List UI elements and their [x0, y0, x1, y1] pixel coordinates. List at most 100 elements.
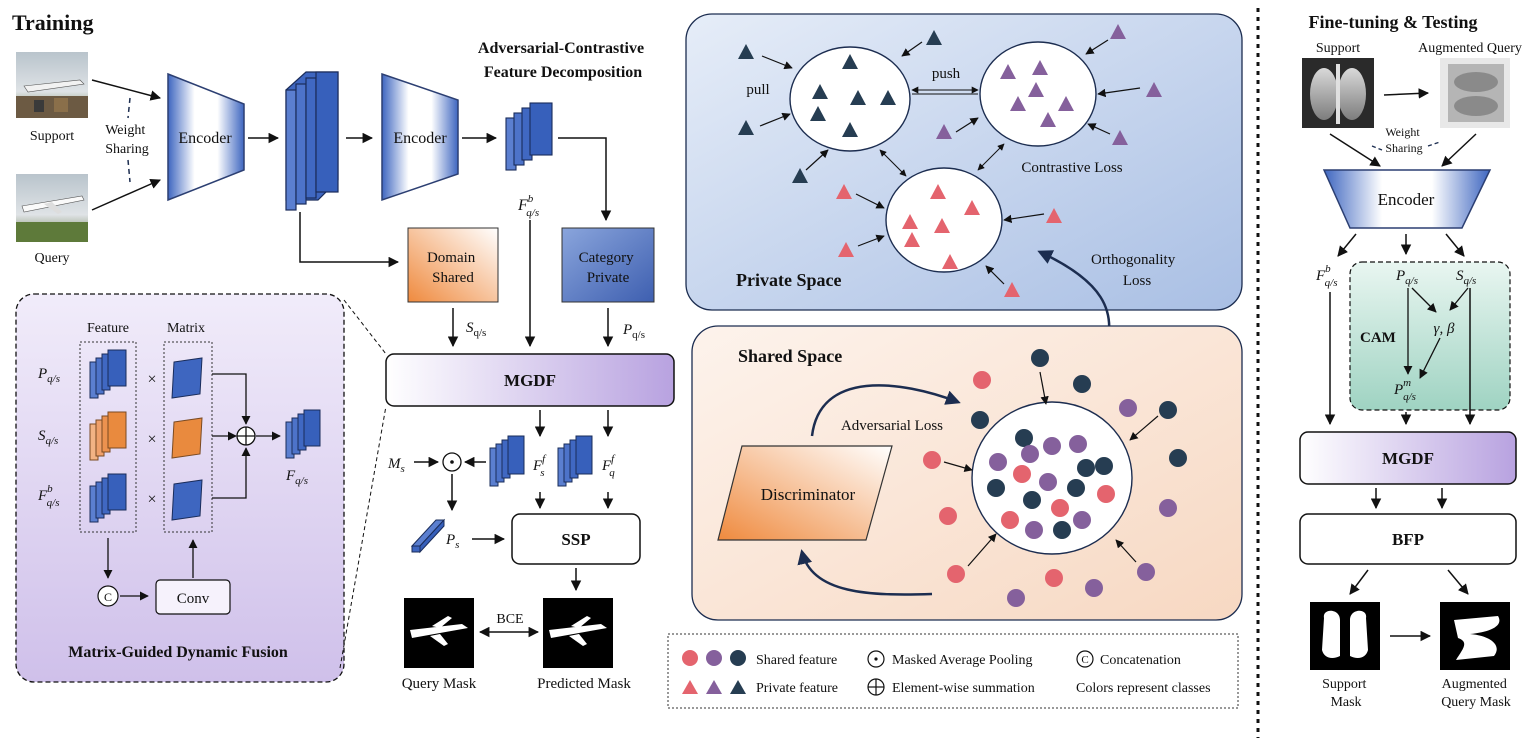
shared-feature-circle — [1073, 511, 1091, 529]
private-triangle-purple-outlier — [1112, 130, 1128, 145]
shared-feature-circle — [1067, 479, 1085, 497]
private-triangle-purple-outlier — [1146, 82, 1162, 97]
private-triangle-red-outlier — [838, 242, 854, 257]
bfp-label: BFP — [1392, 530, 1424, 549]
s-feature-stack — [89, 411, 127, 461]
discriminator-label: Discriminator — [761, 485, 856, 504]
shared-feature-circle-outlier — [1119, 399, 1137, 417]
row-label-p: Pq/s — [37, 366, 60, 385]
private-triangle-red — [902, 214, 918, 229]
private-triangle-purple — [1010, 96, 1026, 111]
shared-feature-circle — [1043, 437, 1061, 455]
ssp-box — [511, 513, 641, 565]
concat-symbol-label: C — [104, 590, 112, 604]
predicted-mask-label: Predicted Mask — [537, 676, 631, 692]
domain-shared-box — [407, 227, 499, 303]
pull-label: pull — [746, 82, 769, 98]
private-triangle-red-outlier — [1046, 208, 1062, 223]
private-cluster-navy — [789, 46, 911, 152]
fqs-output-label: Fq/s — [285, 468, 308, 487]
feature-map-stack — [285, 71, 339, 211]
category-private-label: Category Private — [579, 250, 638, 286]
private-feature-triangles — [738, 24, 1162, 297]
acfd-title: Adversarial-Contrastive Feature Decompos… — [478, 40, 648, 81]
shared-pull-arrow — [1129, 415, 1159, 441]
mgdf-box — [385, 353, 675, 407]
p-qs-label: Pq/s — [622, 322, 645, 341]
private-triangle-purple — [1032, 60, 1048, 75]
times-3: × — [147, 491, 156, 508]
shared-feature-circle — [987, 479, 1005, 497]
private-triangle-navy — [842, 54, 858, 69]
private-triangle-purple — [1058, 96, 1074, 111]
fb-feature-stack — [505, 102, 553, 171]
aug-query-mask-label: Augmented Query Mask — [1441, 677, 1511, 710]
legend-private-feature: Private feature — [756, 681, 838, 696]
private-triangle-red-outlier — [1004, 282, 1020, 297]
shared-feature-circle — [1051, 499, 1069, 517]
shared-feature-circles — [923, 349, 1187, 607]
pull-arrow — [1085, 39, 1109, 55]
ssp-label: SSP — [561, 530, 590, 549]
mgdf-label: MGDF — [504, 371, 556, 390]
private-triangle-red-outlier — [836, 184, 852, 199]
private-triangle-navy — [842, 122, 858, 137]
pull-arrow — [761, 55, 793, 70]
shared-feature-circle — [1097, 485, 1115, 503]
private-cluster-red — [885, 167, 1003, 273]
private-triangle-navy-outlier — [738, 44, 754, 59]
shared-feature-circle — [1077, 459, 1095, 477]
cam-s-label: Sq/s — [1456, 268, 1476, 287]
shared-pull-arrow — [1039, 371, 1049, 405]
fqf-feature-stack — [557, 435, 593, 487]
shared-feature-circle-outlier — [923, 451, 941, 469]
pull-arrow — [805, 149, 829, 171]
finetune-mgdf-label: MGDF — [1382, 449, 1434, 468]
private-space-title: Private Space — [736, 270, 841, 290]
legend-concatenation: Concatenation — [1100, 653, 1181, 668]
fsf-feature-stack — [489, 435, 525, 487]
private-triangle-red — [904, 232, 920, 247]
times-1: × — [147, 371, 156, 388]
bce-label: BCE — [496, 612, 523, 627]
s-qs-label: Sq/s — [466, 320, 486, 339]
finetune-mgdf-box — [1299, 431, 1517, 485]
query-mask-image — [404, 598, 474, 668]
shared-feature-circle — [1015, 429, 1033, 447]
shared-feature-circle-outlier — [973, 371, 991, 389]
mgdf-panel-title: Matrix-Guided Dynamic Fusion — [68, 644, 288, 661]
fb-feature-stack-panel — [89, 473, 127, 523]
ps-label: Ps — [445, 532, 459, 551]
training-title: Training — [12, 10, 94, 35]
private-triangle-navy-outlier — [738, 120, 754, 135]
fqs-output-stack — [285, 409, 321, 459]
shared-pull-arrow — [943, 461, 973, 472]
finetune-title: Fine-tuning & Testing — [1308, 12, 1477, 32]
private-triangle-purple-outlier — [1110, 24, 1126, 39]
feature-column-box — [79, 341, 137, 533]
encoder-2 — [381, 72, 459, 202]
shared-space-title: Shared Space — [738, 346, 842, 366]
pull-arrow — [901, 41, 923, 57]
p-feature-stack — [89, 349, 127, 399]
pull-arrow — [855, 193, 885, 209]
pull-arrow — [985, 265, 1005, 285]
adversarial-arrow-bottom — [797, 549, 933, 596]
shared-feature-circle-outlier — [971, 411, 989, 429]
predicted-mask-image — [543, 598, 613, 668]
private-triangle-purple — [1000, 64, 1016, 79]
support-mask-label: Support Mask — [1322, 677, 1370, 710]
legend-shared-feature: Shared feature — [756, 653, 837, 668]
finetune-support-label: Support — [1316, 41, 1360, 56]
legend-concat-symbol: C — [1081, 654, 1088, 666]
finetune-encoder-label: Encoder — [1378, 190, 1435, 209]
shared-feature-circle-outlier — [1159, 401, 1177, 419]
times-2: × — [147, 431, 156, 448]
finetune-aug-query-label: Augmented Query — [1418, 41, 1522, 56]
shared-feature-circle — [1039, 473, 1057, 491]
pull-arrow — [857, 234, 885, 247]
